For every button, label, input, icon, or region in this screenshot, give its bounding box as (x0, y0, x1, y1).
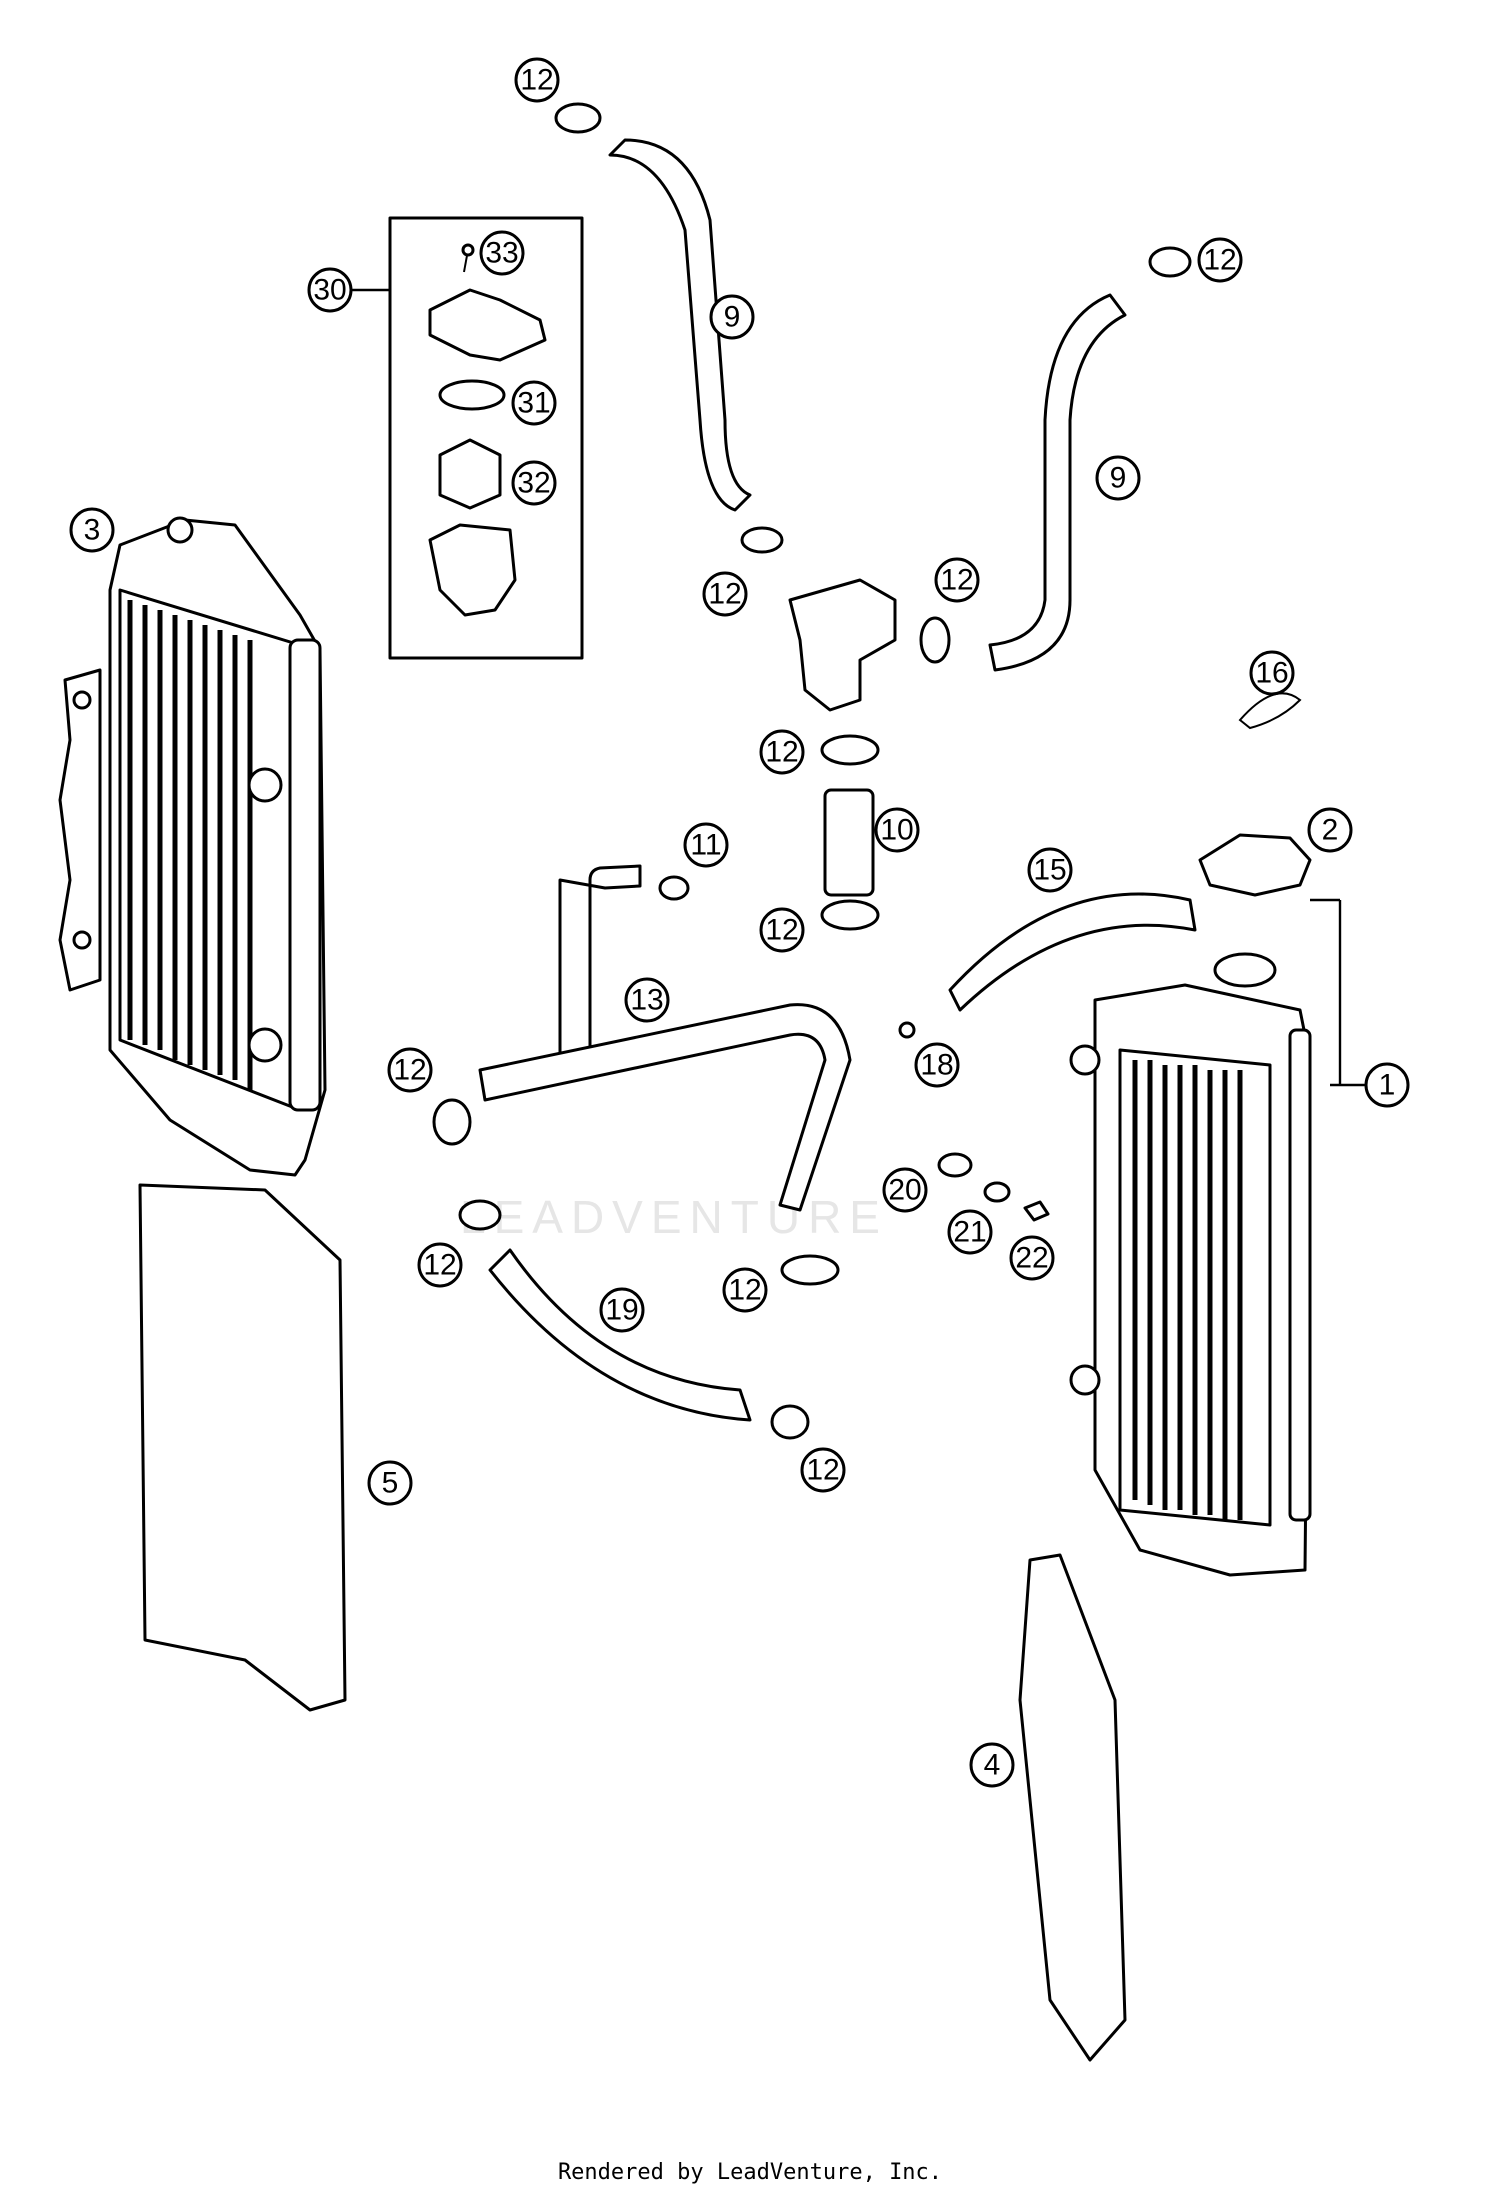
callout-31: 31 (511, 380, 557, 426)
svg-text:15: 15 (1033, 854, 1066, 887)
svg-text:2: 2 (1322, 814, 1339, 847)
bolt-22 (1023, 1200, 1050, 1222)
radiator-cap (1198, 833, 1312, 897)
svg-text:12: 12 (728, 1274, 761, 1307)
callout-16: 16 (1249, 650, 1295, 696)
watermark-text: LEADVENTURE (460, 1191, 888, 1243)
short-hose (823, 788, 875, 897)
callout-9-right: 9 (1095, 455, 1141, 501)
callout-9-left: 9 (709, 294, 755, 340)
svg-text:11: 11 (690, 829, 721, 862)
callout-12-center-lower: 12 (722, 1267, 768, 1313)
callout-18: 18 (914, 1042, 960, 1088)
svg-text:12: 12 (393, 1054, 426, 1087)
callout-2: 2 (1307, 807, 1353, 853)
svg-text:12: 12 (806, 1454, 839, 1487)
callout-12-top: 12 (514, 57, 560, 103)
right-radiator-guard (1018, 1553, 1127, 2062)
svg-text:12: 12 (520, 64, 553, 97)
svg-text:30: 30 (313, 274, 346, 307)
hose-13 (478, 1003, 852, 1212)
callout-33: 33 (479, 230, 525, 276)
lower-hose-19 (488, 1248, 752, 1422)
callout-12-mid-upper: 12 (759, 729, 805, 775)
svg-text:12: 12 (708, 578, 741, 611)
footer-credit: Rendered by LeadVenture, Inc. (557, 2160, 943, 2185)
svg-text:5: 5 (382, 1467, 399, 1500)
right-radiator (1069, 952, 1312, 1577)
svg-text:12: 12 (765, 914, 798, 947)
hose-11 (558, 864, 642, 1057)
svg-text:9: 9 (1110, 462, 1127, 495)
callout-1: 1 (1364, 1062, 1410, 1108)
svg-text:32: 32 (517, 467, 550, 500)
callout-19: 19 (599, 1287, 645, 1333)
wire-clip-16 (1238, 692, 1302, 730)
hose-clamps (432, 102, 1192, 1440)
callout-32: 32 (511, 460, 557, 506)
callout-22: 22 (1009, 1235, 1055, 1281)
thermostat-assembly-box (388, 216, 584, 660)
svg-text:33: 33 (485, 237, 518, 270)
washer-21 (983, 1181, 1011, 1203)
callout-21: 21 (947, 1209, 993, 1255)
callout-12-mid-lower: 12 (759, 907, 805, 953)
left-radiator (58, 516, 327, 1177)
svg-text:31: 31 (517, 387, 550, 420)
svg-text:4: 4 (984, 1749, 1001, 1782)
fitting-18 (898, 1021, 916, 1039)
callout-12-pump-left: 12 (702, 571, 748, 617)
svg-text:12: 12 (765, 736, 798, 769)
svg-text:21: 21 (953, 1216, 986, 1249)
svg-text:12: 12 (423, 1249, 456, 1282)
svg-text:19: 19 (605, 1294, 638, 1327)
callout-12-left-lower: 12 (417, 1242, 463, 1288)
svg-text:1: 1 (1379, 1069, 1396, 1102)
svg-text:20: 20 (888, 1174, 921, 1207)
callout-12-pump-right: 12 (934, 557, 980, 603)
upper-right-hose (988, 293, 1127, 672)
overflow-hose-15 (948, 892, 1197, 1012)
svg-text:13: 13 (630, 984, 663, 1017)
left-radiator-guard (138, 1183, 347, 1712)
callout-12-bottom: 12 (800, 1447, 846, 1493)
svg-text:12: 12 (1203, 244, 1236, 277)
callout-20: 20 (882, 1167, 928, 1213)
callout-30: 30 (307, 267, 353, 313)
callout-11: 11 (683, 822, 729, 868)
grommet-20 (937, 1152, 973, 1178)
svg-text:3: 3 (84, 514, 101, 547)
callout-12-left-mid: 12 (387, 1047, 433, 1093)
svg-text:18: 18 (920, 1049, 953, 1082)
callout-10: 10 (874, 807, 920, 853)
callout-13: 13 (624, 977, 670, 1023)
svg-text:10: 10 (880, 814, 913, 847)
svg-text:9: 9 (724, 301, 741, 334)
callout-4: 4 (969, 1742, 1015, 1788)
callout-15: 15 (1027, 847, 1073, 893)
svg-text:12: 12 (940, 564, 973, 597)
callout-3: 3 (69, 507, 115, 553)
callout-5: 5 (367, 1460, 413, 1506)
callout-12-upper-right: 12 (1197, 237, 1243, 283)
upper-left-hose (608, 138, 752, 512)
water-pump-housing (788, 578, 897, 712)
svg-text:16: 16 (1255, 657, 1288, 690)
svg-text:22: 22 (1015, 1242, 1048, 1275)
